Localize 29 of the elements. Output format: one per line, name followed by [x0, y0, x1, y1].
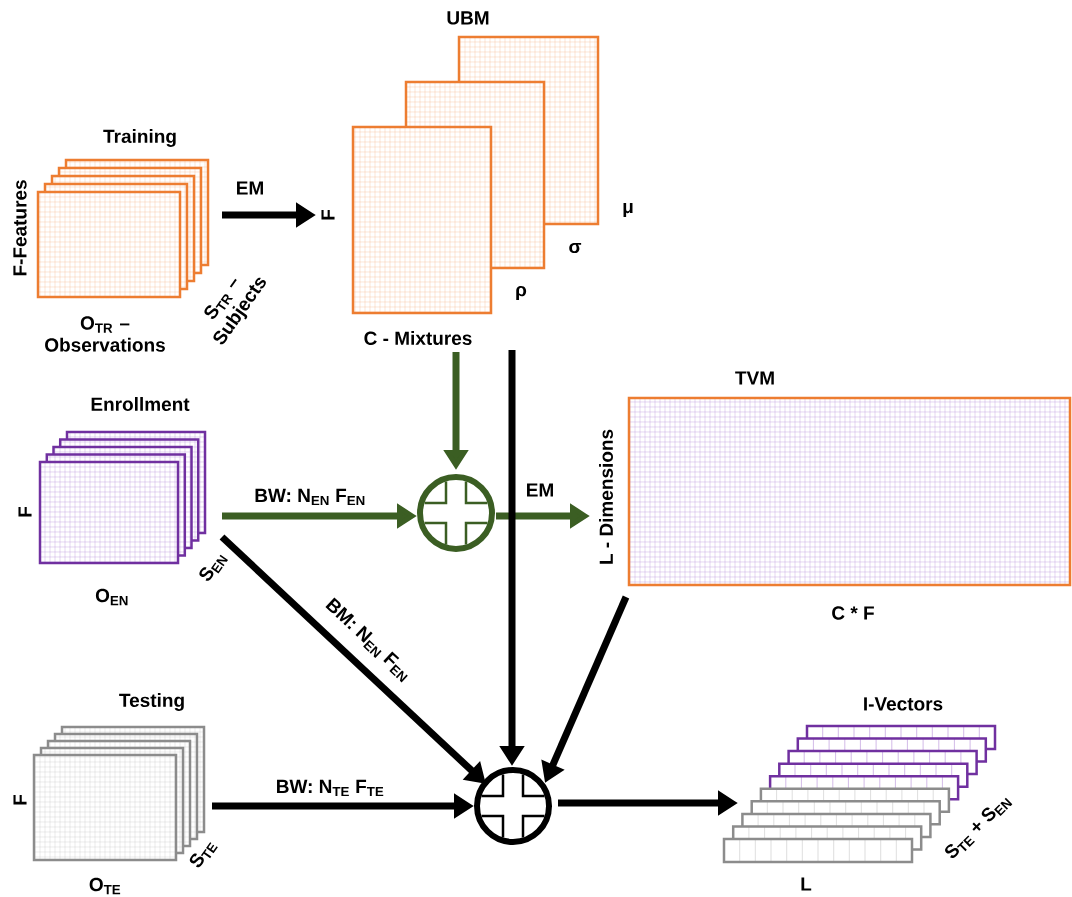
heading: TVM	[735, 371, 774, 385]
heading: Enrollment	[91, 397, 190, 411]
edge-label: EM	[524, 482, 556, 498]
axis-label: C * F	[832, 606, 874, 620]
axis-label: L	[801, 877, 812, 891]
axis-label: S$_{TE}$ + S$_{EN}$	[945, 797, 1013, 858]
axis-label: σ	[569, 242, 582, 254]
axis-label: S$_{TE}$	[189, 842, 218, 868]
axis-label: S$_{EN}$	[199, 554, 228, 581]
edge-label: BW: N$_{EN}$ F$_{EN}$	[253, 487, 367, 507]
heading: I-Vectors	[864, 697, 943, 711]
axis-label: F-Features	[13, 180, 27, 276]
summation-circle	[474, 767, 552, 845]
axis-label: O$_{TE}$	[89, 877, 121, 895]
axis-label: O$_{TR}$ – Observations	[45, 316, 165, 352]
edge-label: EM	[234, 180, 266, 196]
heading: Training	[103, 129, 176, 147]
axis-label: ρ	[516, 285, 527, 301]
axis-label: C - Mixtures	[364, 331, 472, 345]
edge-label: BW: N$_{TE}$ F$_{TE}$	[274, 778, 386, 798]
summation-circle	[417, 474, 495, 552]
axis-label: μ	[623, 203, 633, 217]
axis-label: L - Dimensions	[599, 429, 613, 564]
axis-label: F	[321, 209, 335, 220]
axis-label: O$_{EN}$	[95, 588, 128, 606]
heading: Testing	[119, 693, 184, 711]
axis-label: F	[18, 506, 32, 517]
axis-label: F	[13, 794, 27, 805]
heading: UBM	[447, 11, 489, 25]
